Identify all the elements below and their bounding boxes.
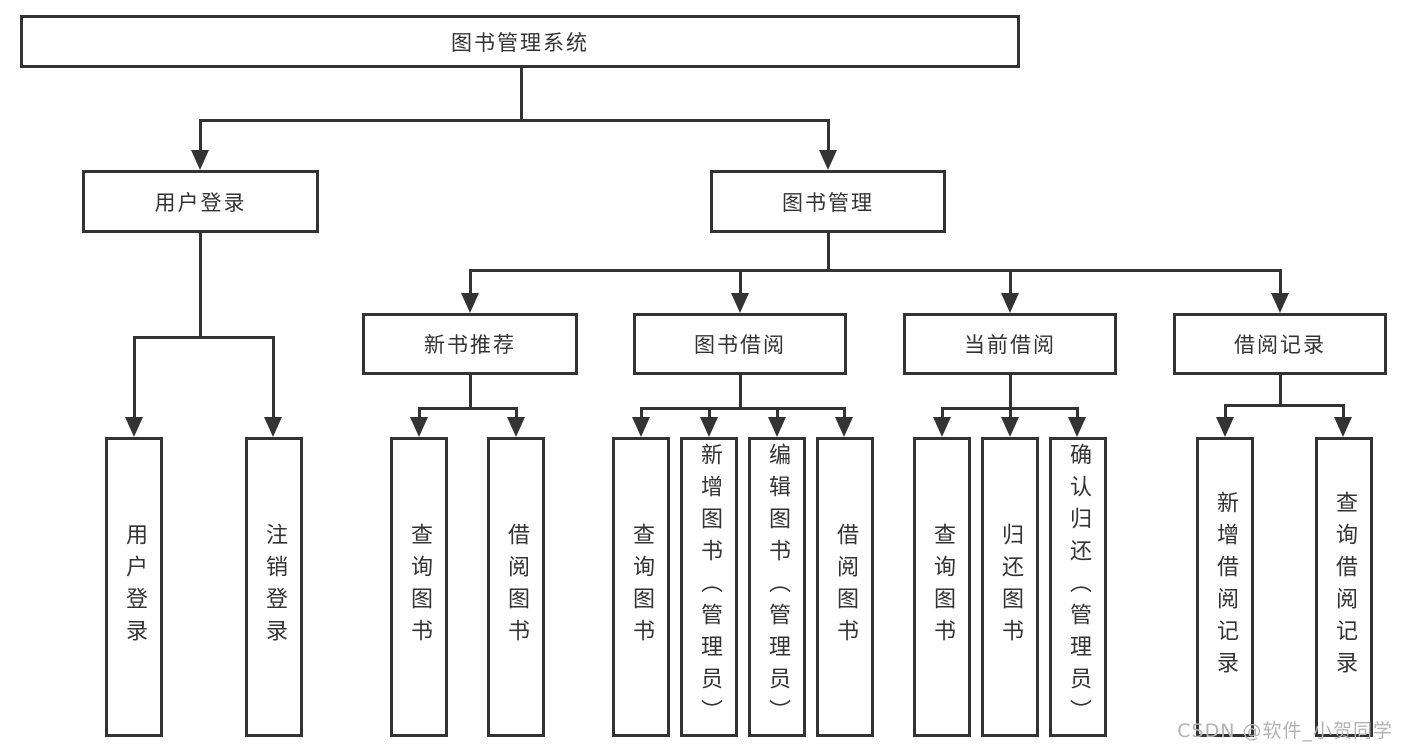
- connector-to-new-book-recommend: [469, 269, 472, 301]
- arrowhead-nb-query: [410, 417, 428, 437]
- connector-br-leaf2: [1342, 404, 1345, 425]
- connector-nb-leaf1: [418, 407, 421, 425]
- node-book-borrowing-label: 图书借阅: [694, 333, 786, 357]
- node-borrowing-records-label: 借阅记录: [1234, 333, 1326, 357]
- connector-to-book-borrowing: [739, 269, 742, 301]
- connector-cb-leaf3: [1076, 407, 1079, 425]
- connector-cb-leaf1: [941, 407, 944, 425]
- arrowhead-nb-borrow: [507, 417, 525, 437]
- leaf-cb-confirm-return-admin: 确认归还（管理员）: [1049, 437, 1107, 737]
- arrowhead-bb-add: [700, 417, 718, 437]
- connector-br-stem: [1279, 375, 1282, 406]
- connector-nb-leaf2: [515, 407, 518, 425]
- node-root-label: 图书管理系统: [451, 30, 589, 55]
- arrowhead-book-borrowing: [731, 293, 749, 313]
- leaf-bb-borrow-books: 借阅图书: [816, 437, 874, 737]
- node-user-login-label: 用户登录: [154, 190, 247, 215]
- arrowhead-bb-query: [632, 417, 650, 437]
- node-book-borrowing: 图书借阅: [633, 313, 847, 375]
- connector-to-leaf-user-login: [133, 336, 136, 424]
- connector-root-to-book-mgmt: [827, 119, 830, 163]
- connector-bb-leaf3: [776, 407, 779, 425]
- arrowhead-cb-confirm: [1068, 417, 1086, 437]
- connector-br-leaf1: [1224, 404, 1227, 425]
- node-user-login: 用户登录: [82, 170, 319, 233]
- leaf-cb-query-books: 查询图书: [913, 437, 971, 737]
- leaf-bb-query-books: 查询图书: [612, 437, 670, 737]
- arrowhead-cb-query: [933, 417, 951, 437]
- node-book-management-label: 图书管理: [782, 190, 874, 215]
- leaf-br-add-borrow-record: 新增借阅记录: [1196, 437, 1254, 737]
- node-root: 图书管理系统: [20, 15, 1020, 68]
- connector-user-login-bar: [133, 336, 275, 339]
- leaf-nb-borrow-books: 借阅图书: [487, 437, 545, 737]
- connector-root-to-user-login: [199, 119, 202, 163]
- leaf-logout: 注销登录: [245, 437, 303, 737]
- leaf-nb-query-books: 查询图书: [390, 437, 448, 737]
- connector-book-mgmt-stem: [827, 233, 830, 271]
- leaf-bb-edit-books-admin: 编辑图书（管理员）: [748, 437, 806, 737]
- connector-nb-bar: [418, 407, 518, 410]
- connector-book-mgmt-bar: [469, 269, 1281, 272]
- node-new-book-recommend-label: 新书推荐: [424, 333, 516, 357]
- node-book-management: 图书管理: [710, 170, 946, 233]
- connector-bb-bar: [640, 407, 846, 410]
- connector-bb-stem: [739, 375, 742, 409]
- connector-to-current-borrowing: [1009, 269, 1012, 301]
- connector-cb-stem: [1009, 375, 1012, 409]
- connector-to-leaf-logout: [272, 336, 275, 424]
- csdn-watermark: CSDN @软件_小贺同学: [1177, 720, 1393, 742]
- leaf-user-login: 用户登录: [105, 437, 163, 737]
- arrowhead-cb-return: [1001, 417, 1019, 437]
- leaf-cb-return-books: 归还图书: [981, 437, 1039, 737]
- node-current-borrowing-label: 当前借阅: [964, 333, 1056, 357]
- connector-root-bar: [199, 119, 829, 122]
- connector-bb-leaf1: [640, 407, 643, 425]
- connector-bb-leaf4: [843, 407, 846, 425]
- connector-cb-leaf2: [1009, 407, 1012, 425]
- arrowhead-bb-edit: [768, 417, 786, 437]
- leaf-br-query-borrow-record: 查询借阅记录: [1315, 437, 1373, 737]
- arrowhead-new-book-recommend: [461, 293, 479, 313]
- connector-br-bar: [1224, 404, 1345, 407]
- arrowhead-br-add: [1216, 417, 1234, 437]
- node-new-book-recommend: 新书推荐: [362, 313, 578, 375]
- arrowhead-bb-borrow: [835, 417, 853, 437]
- arrowhead-leaf-user-login: [125, 417, 143, 437]
- connector-bb-leaf2: [708, 407, 711, 425]
- leaf-bb-add-books-admin: 新增图书（管理员）: [680, 437, 738, 737]
- arrowhead-borrowing-records: [1271, 293, 1289, 313]
- connector-root-stem: [520, 68, 523, 121]
- arrowhead-user-login: [191, 150, 209, 170]
- connector-nb-stem: [469, 375, 472, 409]
- arrowhead-book-mgmt: [819, 150, 837, 170]
- node-current-borrowing: 当前借阅: [903, 313, 1117, 375]
- arrowhead-leaf-logout: [264, 417, 282, 437]
- connector-to-borrowing-records: [1279, 269, 1282, 301]
- connector-user-login-stem: [199, 233, 202, 338]
- arrowhead-current-borrowing: [1001, 293, 1019, 313]
- arrowhead-br-query: [1334, 417, 1352, 437]
- node-borrowing-records: 借阅记录: [1173, 313, 1387, 375]
